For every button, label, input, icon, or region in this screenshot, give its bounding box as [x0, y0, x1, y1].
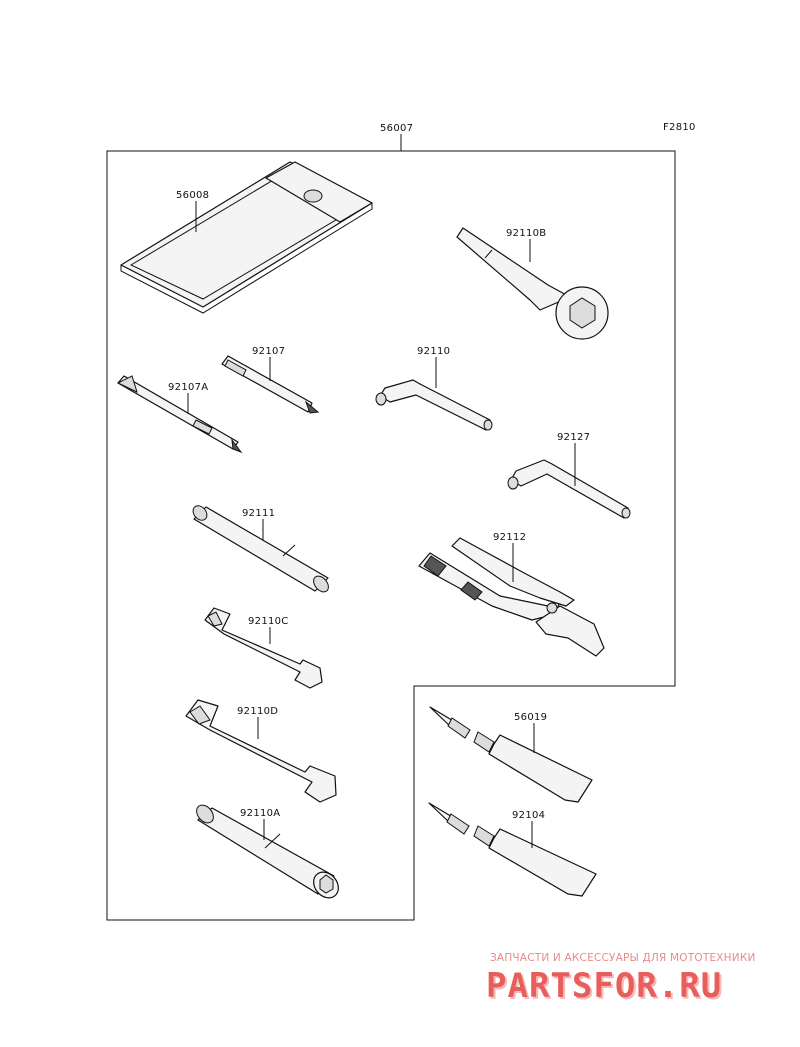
pliers-illustration	[418, 537, 605, 657]
assembly-label: 56007	[380, 123, 413, 134]
label-92110A: 92110A	[240, 808, 280, 819]
label-92112: 92112	[493, 532, 526, 543]
handle-bar-illustration	[192, 505, 329, 593]
label-92127: 92127	[557, 432, 590, 443]
label-92110D: 92110D	[237, 706, 278, 717]
tool-bag-illustration	[120, 161, 373, 314]
ring-spanner-illustration	[456, 227, 609, 340]
open-spanner-large-illustration	[185, 699, 337, 803]
label-56019: 56019	[514, 712, 547, 723]
box-spanner-illustration	[196, 804, 339, 899]
label-56008: 56008	[176, 190, 209, 201]
hex-key-small-illustration	[507, 459, 631, 519]
grease-tube-b-illustration	[428, 802, 597, 897]
screwdriver-bit-illustration	[221, 355, 320, 414]
label-92110C: 92110C	[248, 616, 289, 627]
assembly-frame	[106, 150, 676, 921]
label-92110B: 92110B	[506, 228, 546, 239]
label-92111: 92111	[242, 508, 275, 519]
watermark-tagline: ЗАПЧАСТИ И АКСЕССУАРЫ ДЛЯ МОТОТЕХНИКИ	[490, 952, 756, 964]
double-bit-illustration	[116, 375, 243, 454]
figure-code: F2810	[663, 122, 696, 133]
label-92107A: 92107A	[168, 382, 208, 393]
grease-tube-a-illustration	[429, 706, 593, 803]
label-92107: 92107	[252, 346, 285, 357]
label-92110: 92110	[417, 346, 450, 357]
label-92104: 92104	[512, 810, 545, 821]
watermark-logo: PARTSFOR.RU	[486, 966, 723, 1006]
open-spanner-small-illustration	[204, 607, 323, 689]
hex-key-large-illustration	[375, 379, 493, 431]
